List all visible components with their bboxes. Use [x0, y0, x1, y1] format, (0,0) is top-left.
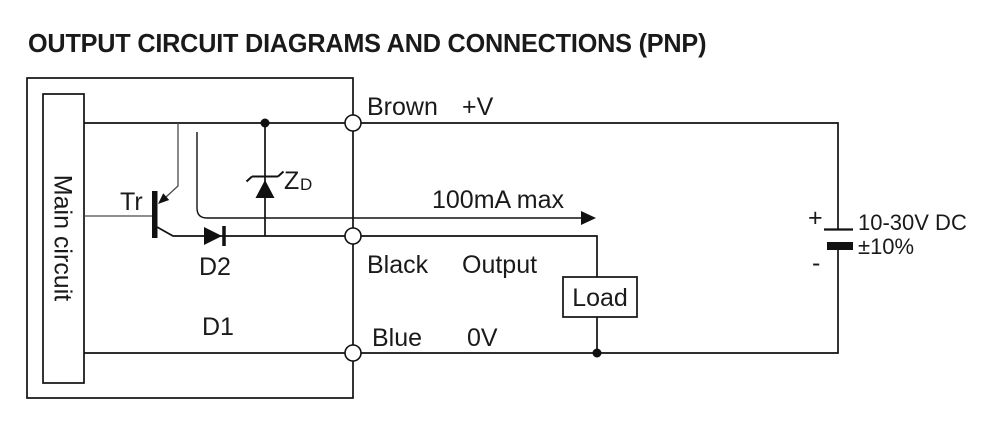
current-flow-arrow-line: [196, 132, 583, 219]
load-box: [562, 276, 638, 318]
d1-label: D1: [202, 313, 234, 341]
terminal-blue: [344, 344, 362, 362]
main-circuit-label: Main circuit: [49, 175, 77, 301]
black-wire-label: Black: [367, 251, 429, 279]
transistor-emitter-wire: [165, 123, 179, 198]
zener-label-sub: D: [300, 175, 312, 194]
emitter-arrowhead: [158, 193, 170, 204]
zener-label-main: Z: [284, 167, 299, 195]
supply-tolerance-label: ±10%: [858, 234, 914, 259]
terminal-black: [344, 227, 362, 245]
current-max-label: 100mA max: [432, 186, 565, 214]
d2-diode-triangle: [204, 227, 222, 245]
d2-label: D2: [199, 253, 231, 281]
wire-blue-0v: [84, 250, 839, 354]
transistor-bar: [152, 191, 158, 238]
junction-dot-zener-plusv: [260, 118, 270, 128]
current-flow-arrowhead: [581, 211, 596, 225]
plusv-signal-label: +V: [462, 93, 494, 121]
battery-plus-label: +: [808, 204, 823, 232]
blue-wire-label: Blue: [372, 324, 422, 352]
zener-cathode-bar: [245, 170, 285, 183]
zener-triangle: [255, 180, 275, 198]
supply-voltage-label: 10-30V DC: [858, 210, 967, 235]
output-signal-label: Output: [462, 251, 537, 279]
terminal-brown: [344, 114, 362, 132]
load-label: Load: [572, 284, 628, 312]
wire-brown-plusv: [84, 122, 839, 229]
page-title: OUTPUT CIRCUIT DIAGRAMS AND CONNECTIONS …: [28, 28, 707, 58]
0v-signal-label: 0V: [467, 324, 498, 352]
junction-dot-load-0v: [592, 348, 602, 358]
wire-collector-output: [156, 226, 345, 237]
wire-black-output: [353, 235, 598, 353]
battery-negative-plate: [827, 242, 853, 250]
transistor-label: Tr: [120, 188, 143, 216]
battery-minus-label: -: [812, 249, 820, 277]
brown-wire-label: Brown: [367, 93, 438, 121]
main-circuit-box: [42, 93, 85, 384]
